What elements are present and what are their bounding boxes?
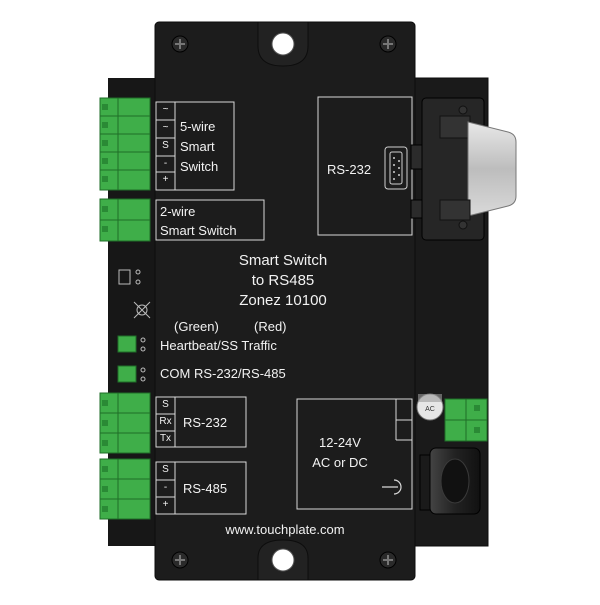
five-wire-pin-label: ~	[162, 104, 169, 115]
power-label: AC or DC	[312, 455, 368, 470]
screw-icon	[379, 35, 397, 53]
jumper-icon	[133, 301, 151, 319]
five-wire-pin-label: S	[162, 140, 169, 151]
rs232-terminal-label-box	[155, 396, 247, 448]
rs485-terminal-label-box	[155, 461, 247, 515]
power-box	[296, 398, 413, 510]
dc-polarity-icon	[382, 479, 402, 495]
svg-text:AC: AC	[425, 406, 435, 413]
rs485-pin-label: -	[163, 482, 168, 493]
rs485-terminal-block	[99, 458, 151, 520]
rs485-pin-label: +	[162, 499, 169, 510]
dip-switch-icon	[118, 269, 141, 285]
rs485-pin-label: S	[162, 464, 169, 475]
five-wire-pin-label: ~	[162, 122, 169, 133]
rs232-port-label: RS-232	[327, 162, 372, 177]
rs232-pin-label: Tx	[159, 433, 172, 444]
led-red-label: (Red)	[254, 319, 287, 334]
screw-icon	[171, 551, 189, 569]
two-wire-label: Smart Switch	[160, 223, 237, 238]
bottom-mount-hole	[257, 539, 309, 581]
rs485-terminal-label: RS-485	[183, 481, 228, 496]
power-label: 12-24V	[319, 435, 361, 450]
led-green-label: (Green)	[174, 319, 219, 334]
five-wire-label: 5-wire	[180, 119, 216, 134]
led-com-label: COM RS-232/RS-485	[160, 366, 286, 381]
five-wire-label: Smart	[180, 139, 215, 154]
led-com-icon	[117, 365, 146, 383]
screw-icon	[171, 35, 189, 53]
polyfuse-icon: AC	[416, 393, 444, 421]
website-label: www.touchplate.com	[225, 522, 345, 537]
device-title: Zonez 10100	[239, 292, 327, 309]
device-title: to RS485	[251, 272, 315, 289]
db9-connector	[410, 97, 517, 241]
rs232-terminal-label: RS-232	[183, 415, 228, 430]
device-title: Smart Switch	[238, 252, 328, 269]
five-wire-label-box	[155, 101, 235, 191]
five-wire-pin-label: -	[163, 158, 168, 169]
dc-barrel-jack	[419, 447, 481, 515]
led-heartbeat-label: Heartbeat/SS Traffic	[160, 338, 277, 353]
rs232-pin-label: Rx	[159, 416, 172, 427]
led-heartbeat-icon	[117, 335, 146, 353]
screw-icon	[379, 551, 397, 569]
five-wire-label: Switch	[180, 159, 219, 174]
five-wire-pin-label: +	[162, 174, 169, 185]
rs232-terminal-block	[99, 392, 151, 454]
two-wire-label: 2-wire	[160, 204, 196, 219]
db9-port-icon	[384, 146, 408, 190]
power-terminal-block	[444, 398, 488, 442]
rs232-pin-label: S	[162, 399, 169, 410]
five-wire-terminal-block	[99, 97, 151, 191]
two-wire-label-box	[155, 199, 265, 241]
top-mount-hole	[257, 21, 309, 67]
two-wire-terminal-block	[99, 198, 151, 242]
